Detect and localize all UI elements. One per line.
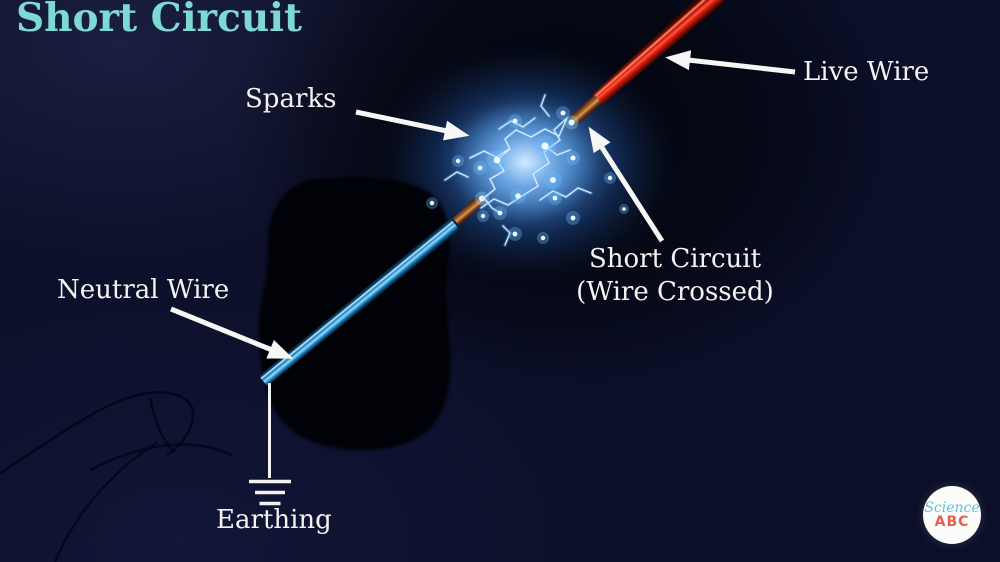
short-circuit-label-line2: (Wire Crossed)	[576, 277, 774, 308]
earthing-ground-icon	[249, 383, 291, 506]
neutral-wire-arrow	[170, 306, 294, 359]
neutral-wire-copper-tip	[452, 196, 484, 226]
neutral-wire-label: Neutral Wire	[57, 275, 230, 305]
scienceabc-logo: Science ABC	[923, 486, 981, 544]
live-wire-arrow	[665, 50, 796, 75]
short-circuit-arrow	[588, 126, 665, 243]
live-wire-label: Live Wire	[803, 57, 930, 87]
live-wire-copper-tip	[569, 94, 602, 126]
sparks-label: Sparks	[245, 84, 337, 114]
logo-abc-text: ABC	[934, 514, 970, 530]
sparks-arrow	[355, 109, 470, 141]
page-title: Short Circuit	[16, 0, 303, 41]
short-circuit-label: Short Circuit (Wire Crossed)	[565, 243, 785, 309]
logo-science-text: Science	[924, 500, 980, 516]
earthing-label: Earthing	[216, 505, 332, 535]
live-wire-graphic	[564, 0, 725, 130]
spark-dots	[426, 106, 629, 244]
short-circuit-label-line1: Short Circuit	[588, 244, 762, 274]
background-cable-curves	[0, 391, 233, 562]
